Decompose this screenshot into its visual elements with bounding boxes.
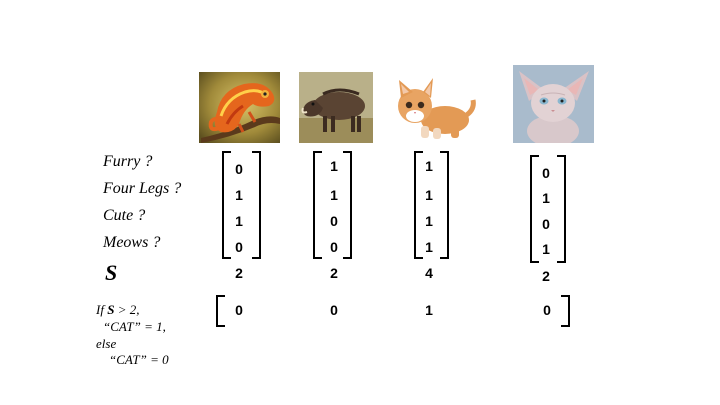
vector-value-four-legs: 1 xyxy=(425,187,433,203)
vector-value-meows: 1 xyxy=(425,239,433,255)
sum-value-warthog: 2 xyxy=(330,265,338,281)
vector-bracket-right xyxy=(252,151,261,259)
vector-bracket-right xyxy=(557,155,566,263)
vector-bracket-left xyxy=(530,155,539,263)
vector-value-meows: 0 xyxy=(330,239,338,255)
warthog-image xyxy=(299,72,373,143)
rule-line-else: else xyxy=(96,336,117,351)
vector-value-furry: 0 xyxy=(542,165,550,181)
output-value-chameleon: 0 xyxy=(235,302,243,318)
vector-value-four-legs: 1 xyxy=(542,190,550,206)
feature-label-four-legs: Four Legs ? xyxy=(103,180,182,197)
vector-value-cute: 0 xyxy=(542,216,550,232)
vector-value-furry: 1 xyxy=(330,158,338,174)
feature-label-cute: Cute ? xyxy=(103,207,146,224)
sum-value-sphynx-cat: 2 xyxy=(542,268,550,284)
output-value-sphynx-cat: 0 xyxy=(543,302,551,318)
rule-line-cat-false: “CAT” = 0 xyxy=(109,352,169,367)
chameleon-image xyxy=(199,72,280,143)
vector-value-four-legs: 1 xyxy=(235,187,243,203)
output-value-warthog: 0 xyxy=(330,302,338,318)
vector-value-cute: 0 xyxy=(330,213,338,229)
sum-value-chameleon: 2 xyxy=(235,265,243,281)
rule-sum-symbol: S xyxy=(107,302,115,317)
vector-value-cute: 1 xyxy=(235,213,243,229)
sum-label: S xyxy=(105,260,118,285)
feature-label-meows: Meows ? xyxy=(103,234,161,251)
vector-bracket-left xyxy=(414,151,423,259)
sphynx-cat-image xyxy=(513,65,594,143)
chameleon-illustration xyxy=(199,72,280,143)
rule-line-cat-true: “CAT” = 1, xyxy=(103,319,166,334)
sphynx-cat-illustration xyxy=(513,65,594,143)
vector-bracket-right xyxy=(440,151,449,259)
vector-value-furry: 0 xyxy=(235,161,243,177)
rule-if: If xyxy=(96,302,108,317)
output-value-kitten: 1 xyxy=(425,302,433,318)
kitten-illustration xyxy=(387,72,477,143)
rule-line-condition: If S > 2, xyxy=(96,302,139,318)
output-bracket-right xyxy=(561,295,570,327)
kitten-image xyxy=(387,72,477,143)
feature-label-furry: Furry ? xyxy=(103,153,153,170)
vector-bracket-left xyxy=(313,151,322,259)
rule-threshold: > 2, xyxy=(114,302,140,317)
warthog-illustration xyxy=(299,72,373,143)
vector-value-four-legs: 1 xyxy=(330,187,338,203)
vector-value-furry: 1 xyxy=(425,158,433,174)
vector-value-cute: 1 xyxy=(425,213,433,229)
vector-bracket-left xyxy=(222,151,231,259)
sum-value-kitten: 4 xyxy=(425,265,433,281)
vector-value-meows: 1 xyxy=(542,241,550,257)
vector-value-meows: 0 xyxy=(235,239,243,255)
vector-bracket-right xyxy=(343,151,352,259)
output-bracket-left xyxy=(216,295,225,327)
